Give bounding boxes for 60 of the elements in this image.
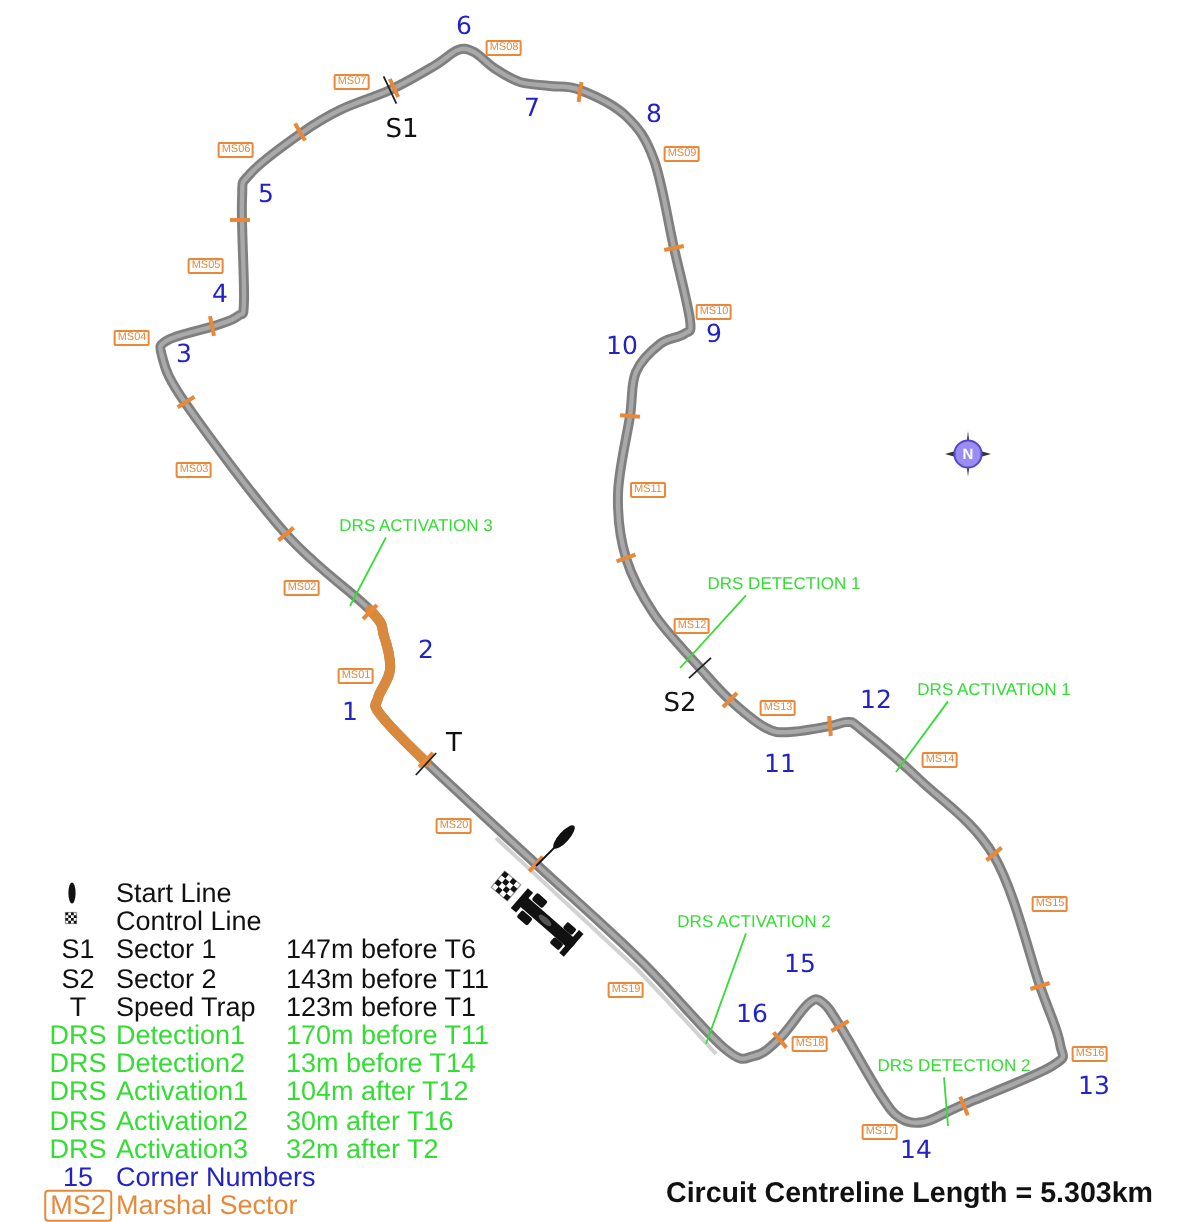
corner-number: 7 bbox=[524, 95, 540, 121]
drs-label: DRS DETECTION 2 bbox=[877, 1056, 1031, 1076]
key-description: Start Line bbox=[116, 879, 232, 909]
drs-label: DRS ACTIVATION 3 bbox=[339, 516, 493, 536]
key-distance: 147m before T6 bbox=[286, 936, 477, 965]
key-description: Activation2 bbox=[116, 1107, 249, 1136]
key-description: Speed Trap bbox=[116, 993, 256, 1022]
key-symbol: S1 bbox=[61, 936, 95, 965]
key-symbol: S2 bbox=[61, 965, 95, 994]
key-symbol: T bbox=[69, 993, 87, 1022]
key-description: Sector 2 bbox=[116, 965, 217, 994]
key-distance: 170m before T11 bbox=[286, 1021, 490, 1051]
corner-number: 11 bbox=[764, 751, 796, 777]
key-distance: 123m before T1 bbox=[286, 993, 477, 1022]
corner-number: 10 bbox=[606, 333, 638, 359]
corner-number: 8 bbox=[646, 101, 662, 127]
caption: Circuit Centreline Length = 5.303km bbox=[666, 1180, 1154, 1209]
corner-number: 4 bbox=[212, 281, 228, 307]
key-description: Sector 1 bbox=[116, 936, 217, 965]
speed-trap-marker: T bbox=[446, 731, 462, 757]
drs-label: DRS DETECTION 1 bbox=[707, 574, 861, 594]
key-description: Activation3 bbox=[116, 1135, 249, 1164]
key-symbol: DRS bbox=[49, 1135, 107, 1164]
key-symbol: 15 bbox=[62, 1163, 94, 1193]
corner-number: 12 bbox=[860, 687, 892, 713]
key-description: Corner Numbers bbox=[116, 1163, 316, 1193]
key-symbol: DRS bbox=[49, 1021, 107, 1051]
corner-number: 9 bbox=[706, 321, 722, 347]
key-symbol: MS2 bbox=[44, 1190, 112, 1222]
key-description: Detection1 bbox=[116, 1021, 246, 1051]
key-symbol: DRS bbox=[49, 1078, 107, 1107]
corner-number: 15 bbox=[784, 951, 816, 977]
key-symbol: DRS bbox=[49, 1050, 107, 1079]
key-description: Control Line bbox=[116, 908, 262, 937]
key-distance: 32m after T2 bbox=[286, 1135, 439, 1164]
key-description: Detection2 bbox=[116, 1050, 246, 1079]
key-distance: 13m before T14 bbox=[286, 1050, 477, 1079]
corner-number: 5 bbox=[258, 181, 274, 207]
leader-line bbox=[349, 536, 387, 607]
sector-marker: S2 bbox=[663, 691, 697, 717]
corner-number: 6 bbox=[456, 13, 472, 39]
key-symbol: DRS bbox=[49, 1107, 107, 1136]
key-distance: 143m before T11 bbox=[286, 965, 490, 994]
drs-label: DRS ACTIVATION 2 bbox=[677, 912, 831, 932]
corner-number: 3 bbox=[176, 341, 192, 367]
sector-marker: S1 bbox=[385, 117, 419, 143]
key-distance: 104m after T12 bbox=[286, 1078, 469, 1107]
leader-line bbox=[705, 932, 747, 1045]
corner-number: 14 bbox=[900, 1137, 932, 1163]
corner-number: 2 bbox=[418, 637, 434, 663]
corner-number: 16 bbox=[736, 1001, 768, 1027]
corner-number: 1 bbox=[342, 699, 358, 725]
drs-label: DRS ACTIVATION 1 bbox=[917, 680, 1071, 700]
key-distance: 30m after T16 bbox=[286, 1107, 454, 1136]
leader-line bbox=[895, 700, 949, 773]
leader-line bbox=[943, 1076, 949, 1127]
leader-line bbox=[679, 594, 747, 669]
corner-number: 13 bbox=[1078, 1073, 1110, 1099]
key-description: Activation1 bbox=[116, 1078, 249, 1107]
key-description: Marshal Sector bbox=[116, 1192, 298, 1221]
